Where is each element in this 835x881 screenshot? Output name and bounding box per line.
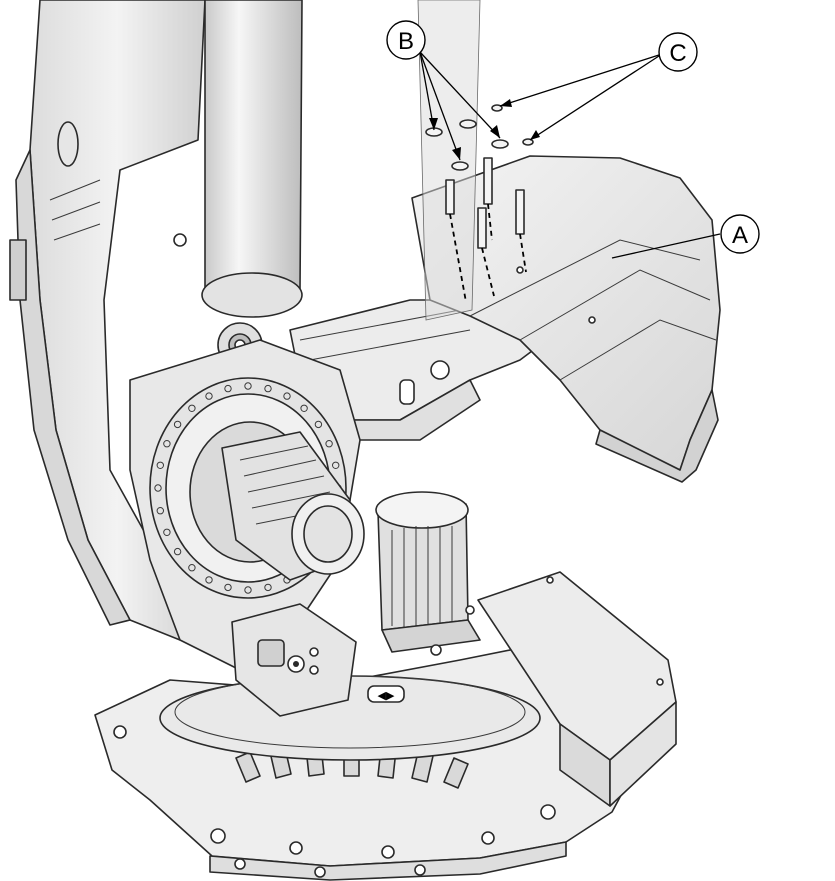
cover-plate: [411, 0, 721, 483]
gear-bolt: [156, 461, 165, 469]
gear-bolt: [244, 586, 252, 594]
upper-arm: [289, 299, 561, 441]
gear-bolt: [205, 392, 213, 400]
assembly-lines: [449, 203, 527, 303]
base-bolt-holes: [113, 725, 556, 878]
gear-bolt: [244, 382, 252, 390]
gear-bolt: [264, 583, 272, 592]
gear-bolt: [332, 461, 340, 469]
gear-bolt: [314, 420, 323, 429]
gear-bolt: [163, 528, 171, 536]
gear-bolt: [300, 404, 308, 412]
lower-arm: [9, 0, 206, 641]
callout-c-circle: [658, 32, 698, 72]
gear-bolt: [163, 440, 171, 448]
rotation-marker: [367, 685, 405, 703]
callout-c: C: [658, 32, 698, 72]
callout-a: A: [720, 214, 760, 254]
callout-c-label: C: [669, 40, 686, 67]
axis3-motor: [375, 491, 481, 656]
gear-bolt: [188, 404, 196, 412]
gear-bolt: [188, 564, 196, 572]
callout-a-label: A: [732, 222, 748, 249]
connector-box: [231, 603, 357, 717]
callout-arrowheads: [429, 99, 540, 160]
gear-bolt: [205, 576, 213, 584]
side-cabinet: [477, 571, 677, 807]
gear-bolt: [154, 484, 162, 492]
robot-base: ◀▶: [94, 639, 641, 881]
gear-bolt: [173, 420, 182, 429]
gear-bolt: [156, 507, 165, 515]
gear-bolt: [283, 392, 291, 400]
callout-b: B: [386, 20, 426, 60]
rotation-marker-glyph: ◀▶: [378, 690, 395, 702]
callout-leaders: [419, 51, 721, 259]
callout-b-label: B: [398, 28, 414, 55]
gear-bolt: [224, 583, 232, 592]
gear-bolt: [224, 384, 232, 393]
callout-b-circle: [386, 20, 426, 60]
gear-bolt: [325, 440, 333, 448]
gear-bolt: [264, 384, 272, 393]
gear-bolt: [173, 547, 182, 556]
callout-a-circle: [720, 214, 760, 254]
axis2-motor: [221, 431, 365, 581]
